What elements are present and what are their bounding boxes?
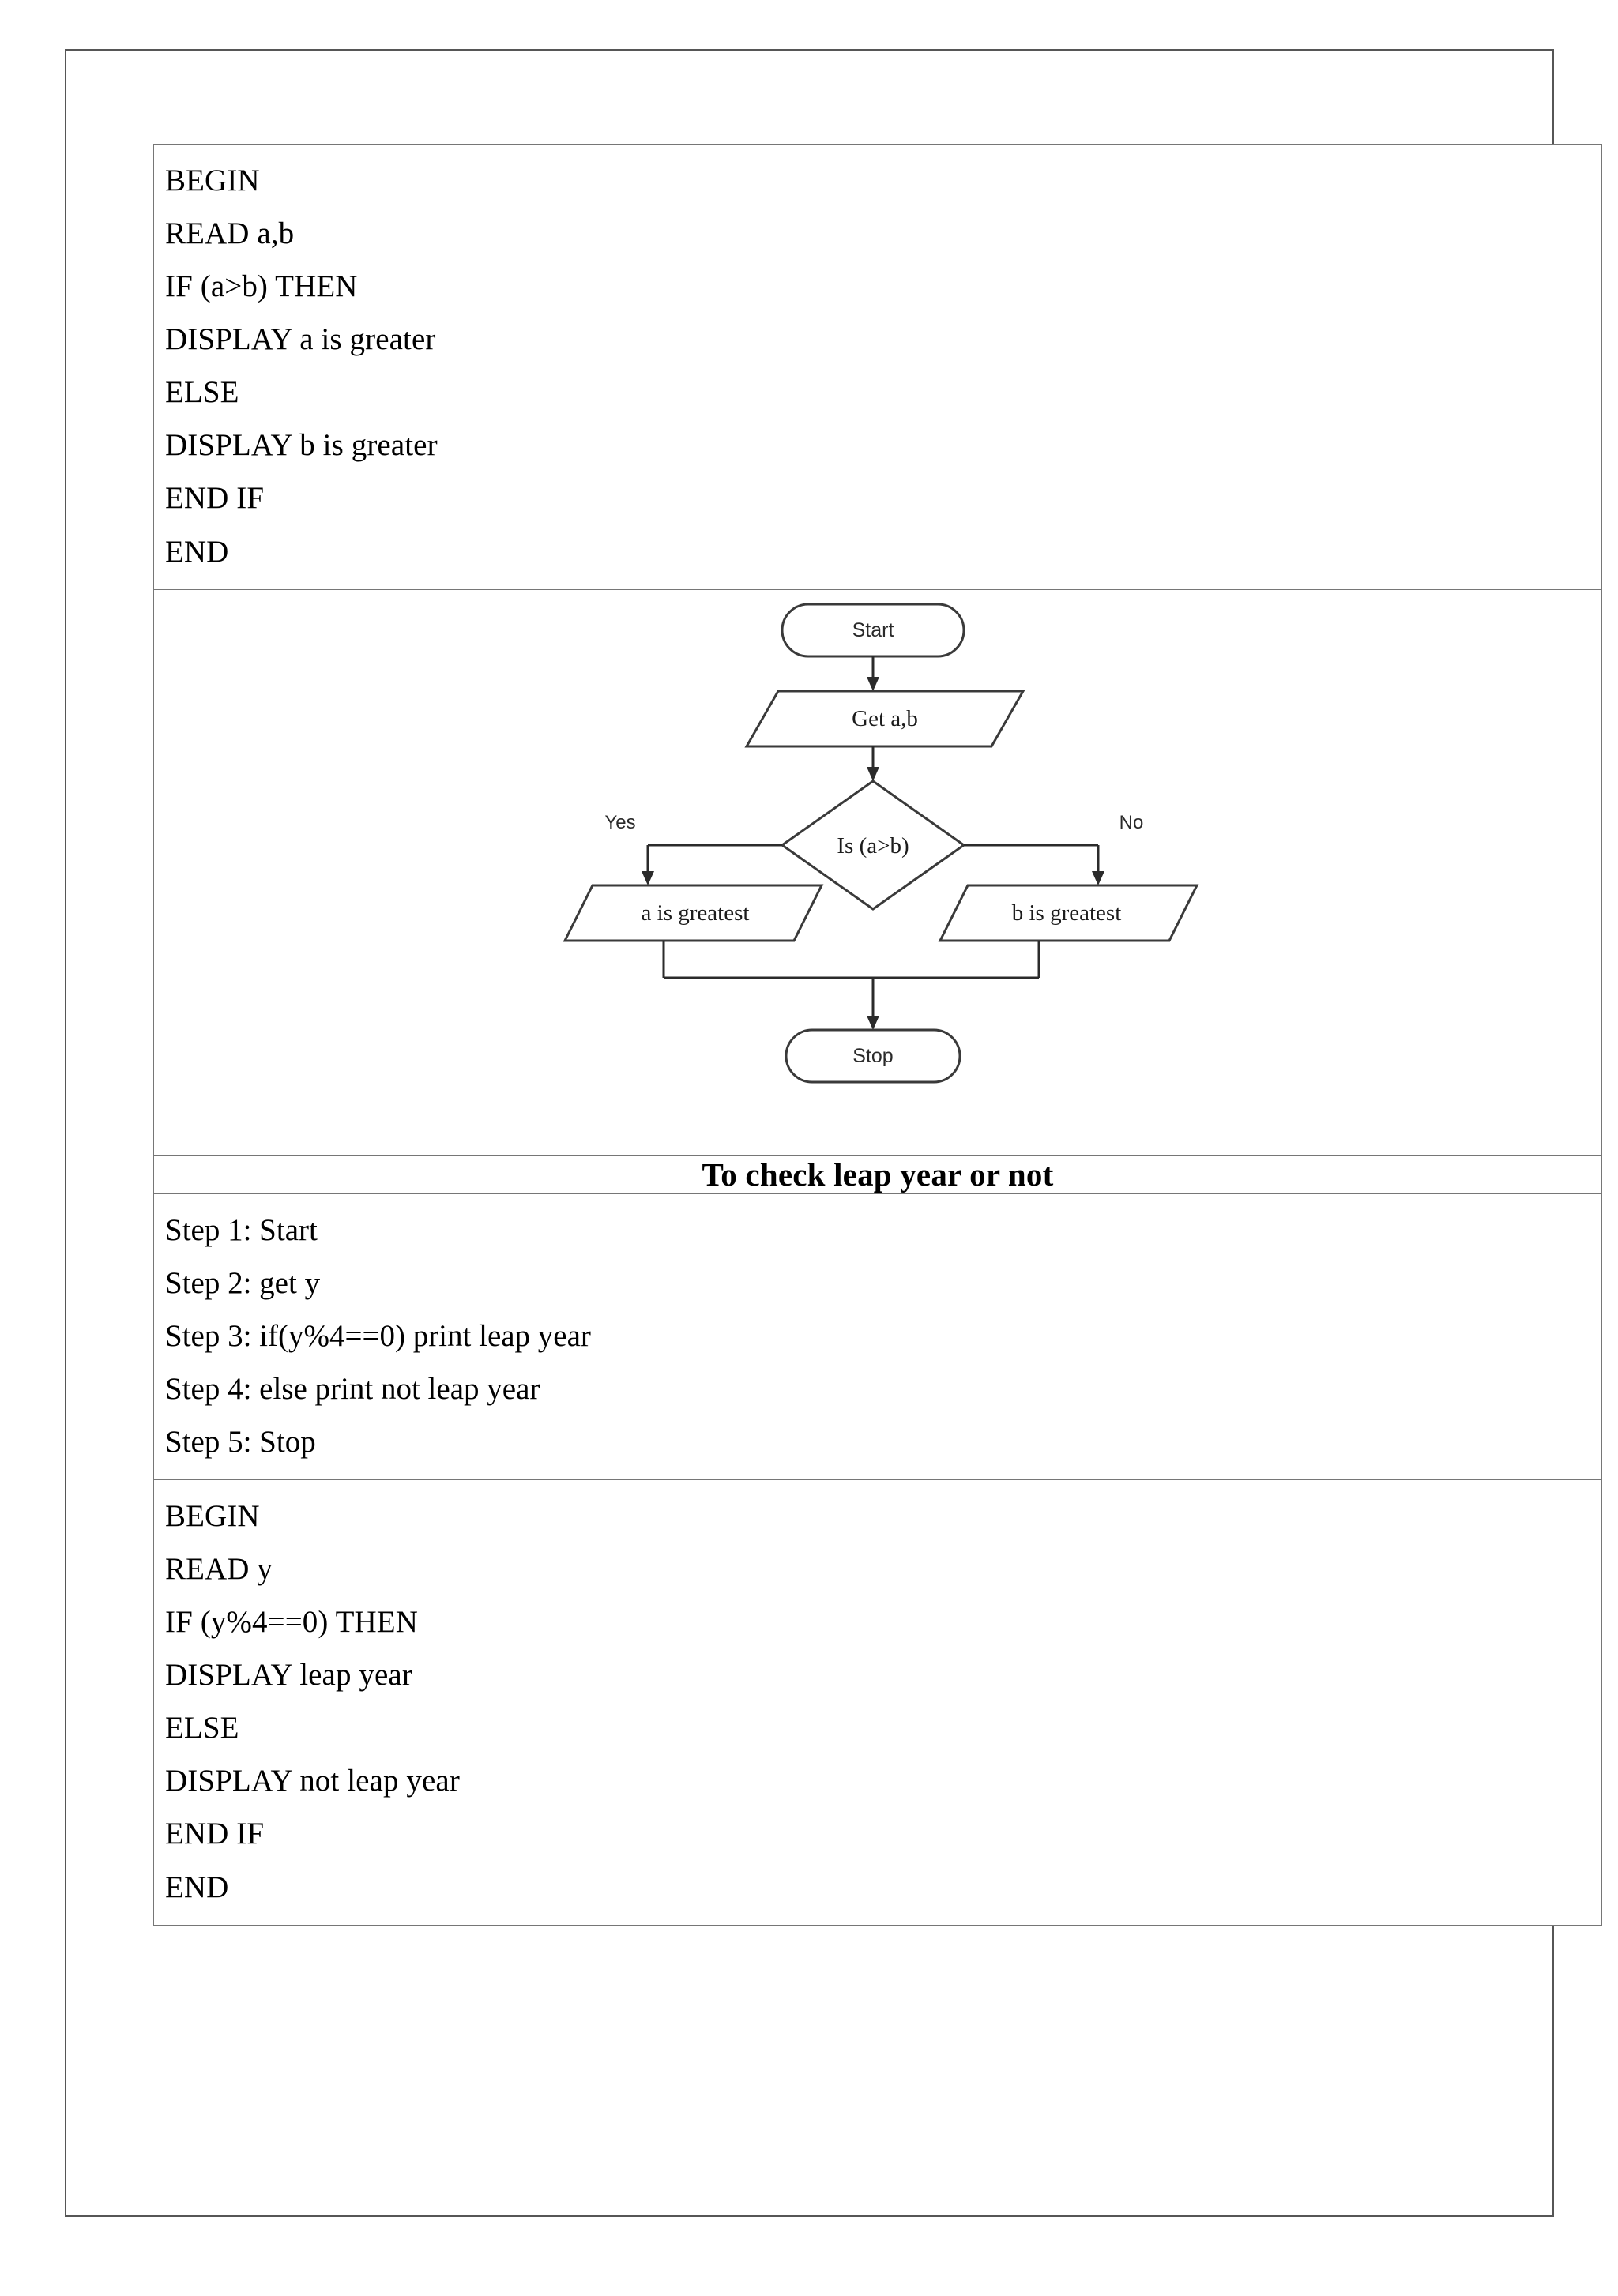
step-line: Step 1: Start <box>165 1212 318 1247</box>
code-line: DISPLAY leap year <box>165 1658 412 1693</box>
table-row: BEGIN READ y IF (y%4==0) THEN DISPLAY le… <box>153 1479 1602 1926</box>
code-line: IF (y%4==0) THEN <box>165 1605 418 1640</box>
arrowhead-icon <box>867 676 879 691</box>
content-table: BEGIN READ a,b IF (a>b) THEN DISPLAY a i… <box>153 144 1602 1926</box>
decision-diamond-shape <box>780 779 966 911</box>
greater-pseudocode-cell: BEGIN READ a,b IF (a>b) THEN DISPLAY a i… <box>153 144 1602 590</box>
code-line: END IF <box>165 481 265 516</box>
step-line: Step 4: else print not leap year <box>165 1371 540 1406</box>
start-terminal-label: Start <box>852 619 894 641</box>
step-line: Step 5: Stop <box>165 1424 316 1459</box>
leap-year-pseudocode-cell: BEGIN READ y IF (y%4==0) THEN DISPLAY le… <box>153 1479 1602 1926</box>
greater-pseudocode-block: BEGIN READ a,b IF (a>b) THEN DISPLAY a i… <box>154 145 1601 589</box>
flowchart-diagram: Start Get a,b Is ( <box>563 603 1199 1084</box>
leap-year-header-cell: To check leap year or not <box>153 1154 1602 1194</box>
page-frame: BEGIN READ a,b IF (a>b) THEN DISPLAY a i… <box>65 49 1602 2217</box>
arrowhead-icon <box>867 1015 879 1030</box>
table-row: Start Get a,b Is ( <box>153 588 1602 1156</box>
flowchart-body: Start Get a,b Is ( <box>563 603 1199 1084</box>
input-parallelogram-shape <box>744 690 1025 748</box>
output-no-label: b is greatest <box>1012 900 1122 926</box>
code-line: READ y <box>165 1552 273 1587</box>
output-no-parallelogram-shape <box>938 884 1199 942</box>
arrowhead-icon <box>1092 870 1104 885</box>
arrowhead-icon <box>867 766 879 781</box>
code-line: DISPLAY b is greater <box>165 428 438 463</box>
leap-year-steps-block: Step 1: Start Step 2: get y Step 3: if(y… <box>154 1194 1601 1479</box>
code-line: BEGIN <box>165 1499 260 1534</box>
table-row: BEGIN READ a,b IF (a>b) THEN DISPLAY a i… <box>153 144 1602 590</box>
code-line: DISPLAY not leap year <box>165 1764 460 1798</box>
code-line: END <box>165 1869 229 1904</box>
stop-terminal-label: Stop <box>852 1045 893 1067</box>
output-yes-parallelogram-shape <box>563 884 824 942</box>
arrowhead-icon <box>642 870 654 885</box>
branch-label-no: No <box>1119 812 1144 833</box>
input-node-label: Get a,b <box>852 706 918 731</box>
code-line: ELSE <box>165 375 239 410</box>
leap-year-steps-cell: Step 1: Start Step 2: get y Step 3: if(y… <box>153 1193 1602 1481</box>
leap-year-pseudocode-block: BEGIN READ y IF (y%4==0) THEN DISPLAY le… <box>154 1480 1601 1925</box>
code-line: IF (a>b) THEN <box>165 269 358 304</box>
code-line: END IF <box>165 1817 265 1851</box>
code-line: READ a,b <box>165 216 295 251</box>
code-line: DISPLAY a is greater <box>165 322 436 357</box>
table-row: Step 1: Start Step 2: get y Step 3: if(y… <box>153 1193 1602 1481</box>
output-yes-label: a is greatest <box>642 900 750 926</box>
code-line: ELSE <box>165 1711 239 1745</box>
code-line: END <box>165 534 229 569</box>
code-line: BEGIN <box>165 163 260 197</box>
branch-label-yes: Yes <box>604 812 635 833</box>
step-line: Step 2: get y <box>165 1265 321 1300</box>
stop-terminal-shape <box>785 1028 961 1084</box>
decision-node-label: Is (a>b) <box>837 833 909 859</box>
greater-flowchart-cell: Start Get a,b Is ( <box>153 588 1602 1156</box>
table-row: To check leap year or not <box>153 1154 1602 1194</box>
step-line: Step 3: if(y%4==0) print leap year <box>165 1318 591 1353</box>
